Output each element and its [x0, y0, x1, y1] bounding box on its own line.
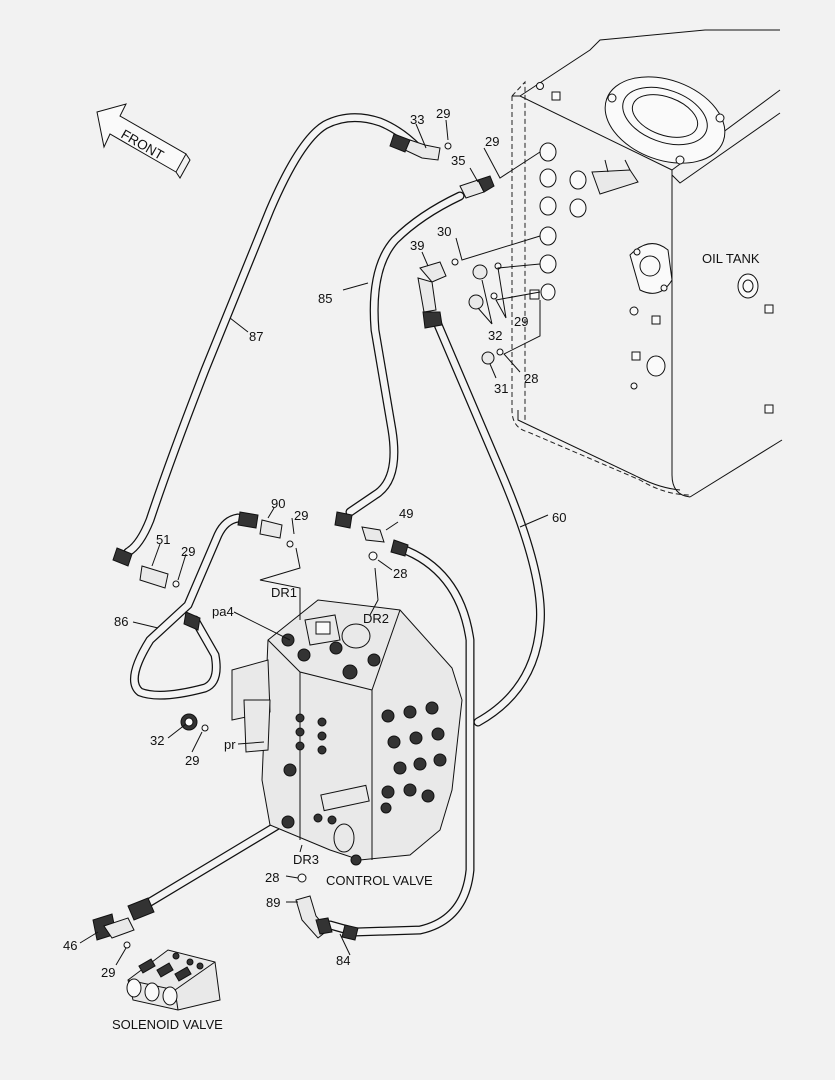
oring-29-tank-b: [490, 292, 498, 300]
oring-29-left: [201, 724, 209, 732]
callout-29-tank: 29: [514, 314, 528, 329]
tank-square-port: [529, 289, 540, 300]
solenoid-valve: SOLENOID VALVE: [92, 897, 223, 1032]
fitting-89: [295, 895, 359, 941]
fitting-90: [237, 511, 283, 539]
oring-28-tank: [496, 348, 504, 356]
control-valve: CONTROL VALVE: [231, 599, 463, 888]
callout-46: 46: [63, 938, 77, 953]
port-label-dr2: DR2: [363, 611, 389, 626]
oring-29-solenoid: [123, 941, 131, 949]
plugs-32-tank: [468, 264, 488, 310]
callout-28-dr3: 28: [265, 870, 279, 885]
leader-lines: [79, 119, 549, 966]
callout-32-left: 32: [150, 733, 164, 748]
hose-85: [345, 191, 465, 517]
hose-86: [129, 513, 243, 700]
oring-28-dr3: [297, 873, 307, 883]
fitting-49: [334, 511, 409, 557]
oil-tank-label: OIL TANK: [702, 251, 760, 266]
callout-labels: 33 29 29 35 30 39 32 29 31 28 85 87 90 2…: [63, 106, 566, 980]
callout-86: 86: [114, 614, 128, 629]
callout-60: 60: [552, 510, 566, 525]
callout-29-b: 29: [485, 134, 499, 149]
port-label-dr1: DR1: [271, 585, 297, 600]
callout-33: 33: [410, 112, 424, 127]
callout-90: 90: [271, 496, 285, 511]
control-valve-label: CONTROL VALVE: [326, 873, 433, 888]
fitting-39: [417, 261, 447, 329]
callout-29-90: 29: [294, 508, 308, 523]
callout-29-top: 29: [436, 106, 450, 121]
oring-29-51: [172, 580, 180, 588]
port-label-dr3: DR3: [293, 852, 319, 867]
callout-28-tank: 28: [524, 371, 538, 386]
oring-29-90: [286, 540, 294, 548]
callout-32-tank: 32: [488, 328, 502, 343]
hose-84: [325, 543, 475, 937]
callout-35: 35: [451, 153, 465, 168]
plug-31: [481, 351, 495, 365]
fitting-35: [459, 175, 495, 199]
hose-solenoid: [145, 817, 288, 907]
front-arrow-icon: FRONT: [96, 103, 191, 179]
control-valve-bolts: [281, 701, 447, 866]
oring-28-49: [368, 551, 378, 561]
callout-89: 89: [266, 895, 280, 910]
oil-tank: OIL TANK: [511, 29, 783, 498]
callout-84: 84: [336, 953, 350, 968]
callout-29-left: 29: [185, 753, 199, 768]
port-label-pa4: pa4: [212, 604, 234, 619]
callout-87: 87: [249, 329, 263, 344]
plug-32-left: [180, 713, 198, 731]
callout-49: 49: [399, 506, 413, 521]
callout-39: 39: [410, 238, 424, 253]
oring-29-top: [444, 142, 452, 150]
solenoid-valve-label: SOLENOID VALVE: [112, 1017, 223, 1032]
fitting-33: [389, 133, 441, 161]
tank-port-fittings: [539, 142, 587, 301]
callout-29-solenoid: 29: [101, 965, 115, 980]
callout-29-51: 29: [181, 544, 195, 559]
callout-51: 51: [156, 532, 170, 547]
fitting-51: [112, 547, 169, 589]
callout-31: 31: [494, 381, 508, 396]
callout-28-49: 28: [393, 566, 407, 581]
hose-87: [123, 113, 423, 557]
fitting-pa4: [183, 611, 201, 631]
callout-30: 30: [437, 224, 451, 239]
oring-30: [451, 258, 459, 266]
port-label-pr: pr: [224, 737, 236, 752]
hose-60: [431, 315, 545, 727]
callout-85: 85: [318, 291, 332, 306]
